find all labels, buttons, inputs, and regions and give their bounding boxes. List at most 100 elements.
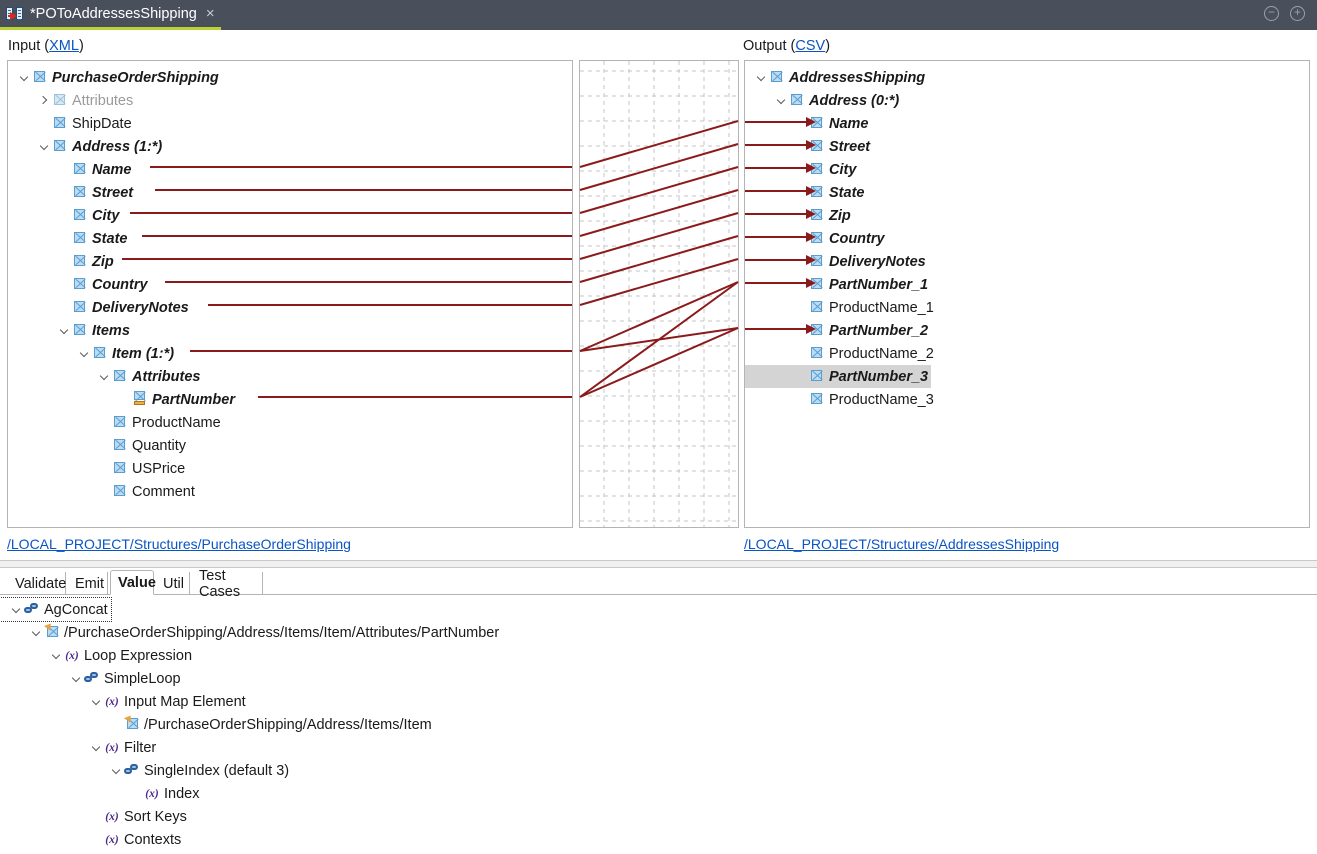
tree-row[interactable]: Name bbox=[745, 112, 872, 135]
value-expression-tree[interactable]: AgConcat/PurchaseOrderShipping/Address/I… bbox=[0, 595, 1317, 854]
tree-row-label: ProductName bbox=[132, 414, 221, 431]
chevron-down-icon[interactable] bbox=[50, 644, 64, 667]
tree-row[interactable]: PartNumber_3 bbox=[745, 365, 932, 388]
tab-emit[interactable]: Emit bbox=[68, 572, 108, 595]
chevron-down-icon[interactable] bbox=[775, 89, 789, 112]
tree-row[interactable]: Country bbox=[745, 227, 888, 250]
element-icon bbox=[72, 158, 88, 181]
tree-row[interactable]: Name bbox=[8, 158, 135, 181]
maximize-button[interactable]: + bbox=[1290, 6, 1305, 21]
chevron-down-icon[interactable] bbox=[58, 319, 72, 342]
tree-row[interactable]: /PurchaseOrderShipping/Address/Items/Ite… bbox=[0, 713, 435, 736]
tree-row-label: AgConcat bbox=[44, 601, 108, 618]
tree-row[interactable]: Items bbox=[8, 319, 133, 342]
chevron-down-icon[interactable] bbox=[78, 342, 92, 365]
input-structure-path-link[interactable]: /LOCAL_PROJECT/Structures/PurchaseOrderS… bbox=[7, 536, 351, 552]
tree-row-label: DeliveryNotes bbox=[92, 299, 189, 316]
tree-row[interactable]: ProductName_1 bbox=[745, 296, 937, 319]
tree-row[interactable]: Address (1:*) bbox=[8, 135, 165, 158]
tree-row[interactable]: Address (0:*) bbox=[745, 89, 902, 112]
tree-row[interactable]: AddressesShipping bbox=[745, 66, 928, 89]
chevron-right-icon[interactable] bbox=[38, 89, 52, 112]
element-icon bbox=[769, 66, 785, 89]
element-icon bbox=[809, 365, 825, 388]
mapping-grid-canvas bbox=[580, 61, 738, 527]
tree-row[interactable]: (x)Index bbox=[0, 782, 202, 805]
tree-row[interactable]: Quantity bbox=[8, 434, 189, 457]
tree-row[interactable]: Item (1:*) bbox=[8, 342, 177, 365]
tree-row-label: Zip bbox=[829, 207, 851, 224]
chevron-down-icon[interactable] bbox=[30, 621, 44, 644]
tree-row[interactable]: /PurchaseOrderShipping/Address/Items/Ite… bbox=[0, 621, 502, 644]
tree-row[interactable]: AgConcat bbox=[0, 597, 112, 622]
tree-row[interactable]: State bbox=[8, 227, 130, 250]
tree-row[interactable]: Street bbox=[745, 135, 873, 158]
tree-row[interactable]: Zip bbox=[8, 250, 117, 273]
tree-row-label: /PurchaseOrderShipping/Address/Items/Ite… bbox=[144, 716, 432, 733]
expression-icon: (x) bbox=[105, 695, 119, 708]
tree-row[interactable]: ProductName_2 bbox=[745, 342, 937, 365]
editor-tab-poto-addresses-shipping[interactable]: *POToAddressesShipping × bbox=[0, 0, 221, 30]
input-format-link[interactable]: XML bbox=[49, 38, 79, 54]
tree-row[interactable]: PartNumber_1 bbox=[745, 273, 931, 296]
mapping-grid-panel[interactable] bbox=[579, 60, 739, 528]
tree-row[interactable]: PartNumber bbox=[8, 388, 238, 411]
tree-row[interactable]: DeliveryNotes bbox=[745, 250, 929, 273]
tree-row-label: Sort Keys bbox=[124, 808, 187, 825]
tree-row[interactable]: DeliveryNotes bbox=[8, 296, 192, 319]
tree-spacer bbox=[58, 204, 72, 227]
chevron-down-icon[interactable] bbox=[18, 66, 32, 89]
chevron-down-icon[interactable] bbox=[90, 736, 104, 759]
tab-value[interactable]: Value bbox=[110, 570, 156, 595]
tree-row[interactable]: Country bbox=[8, 273, 151, 296]
tree-row[interactable]: ShipDate bbox=[8, 112, 135, 135]
tree-spacer bbox=[90, 805, 104, 828]
chevron-down-icon[interactable] bbox=[10, 598, 24, 621]
input-header-label: Input ( bbox=[8, 38, 50, 54]
output-format-link[interactable]: CSV bbox=[795, 38, 826, 54]
tree-row[interactable]: SingleIndex (default 3) bbox=[0, 759, 292, 782]
tree-row[interactable]: Zip bbox=[745, 204, 854, 227]
tree-row[interactable]: City bbox=[8, 204, 122, 227]
chevron-down-icon[interactable] bbox=[90, 690, 104, 713]
tree-row[interactable]: PartNumber_2 bbox=[745, 319, 931, 342]
panel-splitter[interactable] bbox=[0, 560, 1317, 568]
tree-row[interactable]: ProductName bbox=[8, 411, 224, 434]
tree-row[interactable]: SimpleLoop bbox=[0, 667, 184, 690]
chevron-down-icon[interactable] bbox=[110, 759, 124, 782]
output-structure-path-link[interactable]: /LOCAL_PROJECT/Structures/AddressesShipp… bbox=[744, 536, 1060, 552]
tab-label: Value bbox=[118, 574, 156, 591]
tree-row[interactable]: (x)Sort Keys bbox=[0, 805, 190, 828]
tree-row[interactable]: (x)Contexts bbox=[0, 828, 184, 851]
tree-spacer bbox=[795, 227, 809, 250]
chevron-down-icon[interactable] bbox=[98, 365, 112, 388]
tab-validate[interactable]: Validate bbox=[8, 572, 66, 595]
close-icon[interactable]: × bbox=[205, 5, 215, 22]
tree-row[interactable]: Comment bbox=[8, 480, 198, 503]
tree-row-label: Loop Expression bbox=[84, 647, 193, 664]
tab-util[interactable]: Util bbox=[156, 572, 190, 595]
tab-test-cases[interactable]: Test Cases bbox=[192, 568, 263, 600]
tree-row[interactable]: Street bbox=[8, 181, 136, 204]
chevron-down-icon[interactable] bbox=[38, 135, 52, 158]
chevron-down-icon[interactable] bbox=[755, 66, 769, 89]
element-icon bbox=[809, 227, 825, 250]
element-icon bbox=[809, 342, 825, 365]
tree-row[interactable]: State bbox=[745, 181, 867, 204]
minimize-button[interactable]: − bbox=[1264, 6, 1279, 21]
chevron-down-icon[interactable] bbox=[70, 667, 84, 690]
tree-row[interactable]: PurchaseOrderShipping bbox=[8, 66, 222, 89]
tree-row[interactable]: Attributes bbox=[8, 365, 203, 388]
tree-row[interactable]: Attributes bbox=[8, 89, 136, 112]
tree-row[interactable]: ProductName_3 bbox=[745, 388, 937, 411]
tree-row[interactable]: City bbox=[745, 158, 859, 181]
tree-row[interactable]: (x)Loop Expression bbox=[0, 644, 195, 667]
tree-spacer bbox=[795, 273, 809, 296]
tree-row-label: Attributes bbox=[72, 92, 134, 109]
tree-row-label: AddressesShipping bbox=[789, 69, 926, 86]
tree-row[interactable]: (x)Filter bbox=[0, 736, 159, 759]
tree-row[interactable]: (x)Input Map Element bbox=[0, 690, 249, 713]
tree-row[interactable]: USPrice bbox=[8, 457, 188, 480]
